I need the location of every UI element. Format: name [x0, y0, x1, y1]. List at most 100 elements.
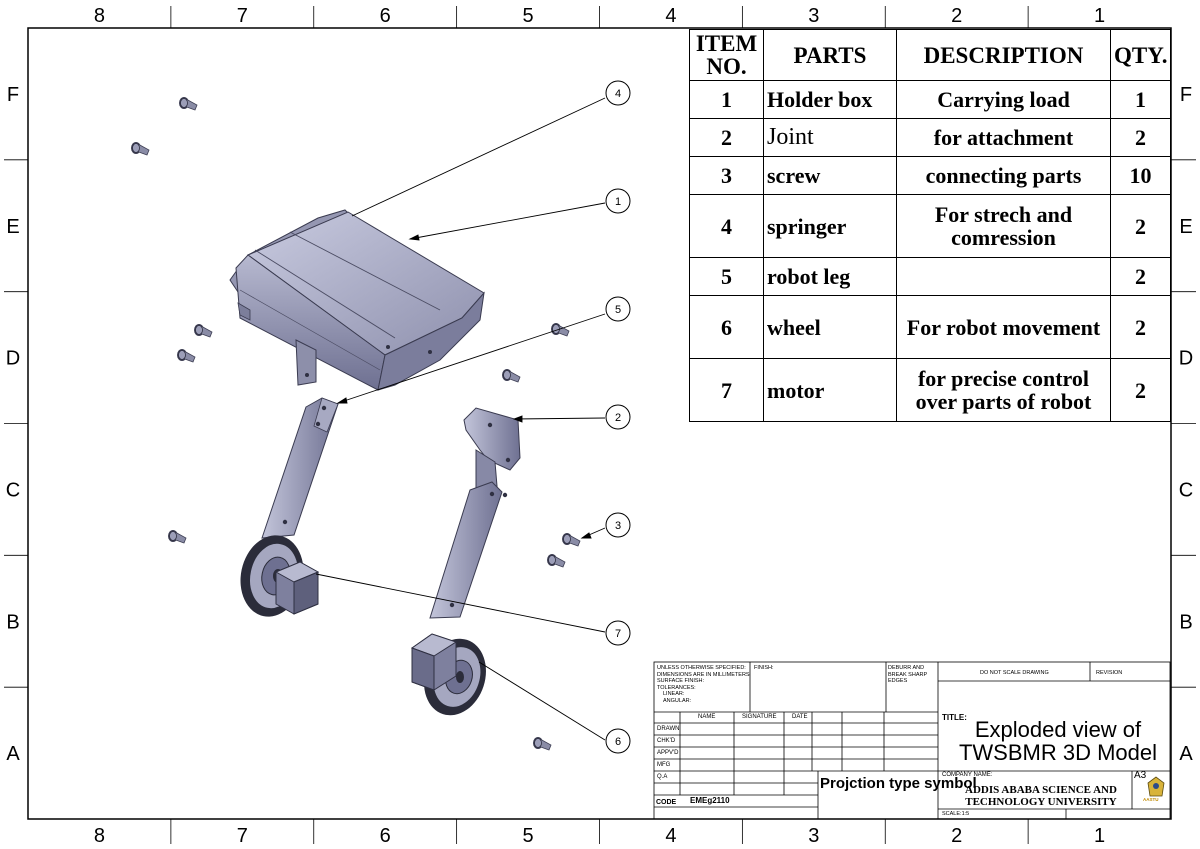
zone-label: 5: [523, 825, 534, 847]
bom-qty: 10: [1110, 156, 1171, 195]
tolerances-label: TOLERANCES:: [657, 684, 696, 691]
company-name: ADDIS ABABA SCIENCE AND TECHNOLOGY UNIVE…: [965, 784, 1117, 808]
zone-label: E: [1179, 216, 1192, 238]
projection-symbol-label: Projction type symbol: [820, 775, 977, 792]
mfg-label: MFG: [657, 762, 671, 768]
sheet-size: A3: [1134, 770, 1147, 781]
zone-label: 8: [94, 5, 105, 27]
balloon-6[interactable]: 6: [605, 728, 631, 754]
leader-lines: [315, 97, 606, 741]
dimensions-note: DIMENSIONS ARE IN MILLIMETERS: [657, 671, 750, 678]
zone-label: A: [6, 743, 20, 765]
bom-part: Holder box: [763, 80, 897, 119]
bom-part: screw: [763, 156, 897, 195]
balloon-2[interactable]: 2: [605, 404, 631, 430]
bom-row: 2 Joint for attachment 2: [689, 118, 1171, 157]
aastu-logo: [1147, 776, 1165, 797]
zone-label: 2: [951, 5, 962, 27]
surface-finish-label: SURFACE FINISH:: [657, 678, 705, 685]
zone-label: 1: [1094, 825, 1105, 847]
svg-text:1: 1: [615, 196, 621, 208]
zone-label: F: [7, 84, 19, 106]
zone-label: E: [6, 216, 19, 238]
bom-qty: 2: [1110, 194, 1171, 258]
zone-label: C: [6, 479, 20, 501]
col-date-header: DATE: [792, 714, 808, 720]
zone-ticks: [4, 6, 1196, 844]
bom-header-item-no: ITEM NO.: [689, 29, 764, 81]
bom-description: for attachment: [896, 118, 1111, 157]
code-label: CODE: [656, 799, 677, 806]
zone-label: B: [1179, 611, 1192, 633]
zone-label: D: [1179, 348, 1193, 370]
svg-text:4: 4: [615, 88, 621, 100]
svg-text:5: 5: [615, 304, 621, 316]
zone-label: 4: [665, 5, 676, 27]
balloon-3[interactable]: 3: [605, 512, 631, 538]
logo-text: AASTU: [1143, 797, 1159, 802]
zone-label: 1: [1094, 5, 1105, 27]
bom-row: 3 screw connecting parts 10: [689, 156, 1171, 195]
bom-header-qty: QTY.: [1110, 29, 1171, 81]
zone-label: 5: [523, 5, 534, 27]
bom-header-parts: PARTS: [763, 29, 897, 81]
balloon-7[interactable]: 7: [605, 620, 631, 646]
bom-item: 3: [689, 156, 764, 195]
bom-item: 6: [689, 295, 764, 359]
bom-row: 1 Holder box Carrying load 1: [689, 80, 1171, 119]
code-value: EMEg2110: [690, 796, 730, 805]
bom-item: 7: [689, 358, 764, 422]
unless-note: UNLESS OTHERWISE SPECIFIED:: [657, 665, 746, 671]
svg-text:3: 3: [615, 520, 621, 532]
checked-label: CHK'D: [657, 738, 676, 744]
angular-label: ANGULAR:: [663, 697, 692, 704]
linear-label: LINEAR:: [663, 691, 685, 698]
bom-item: 4: [689, 194, 764, 258]
motor-right: [410, 633, 458, 691]
bom-item: 5: [689, 257, 764, 296]
finish-label: FINISH:: [754, 665, 774, 671]
bom-description: For robot movement: [896, 295, 1111, 359]
bom-qty: 2: [1110, 295, 1171, 359]
zone-label: 4: [665, 825, 676, 847]
holder-box: [229, 209, 485, 391]
zone-label: 3: [808, 5, 819, 27]
motor-left: [274, 561, 320, 615]
bom-part: springer: [763, 194, 897, 258]
do-not-scale-note: DO NOT SCALE DRAWING: [980, 670, 1049, 676]
svg-text:7: 7: [615, 628, 621, 640]
bom-header-description: DESCRIPTION: [896, 29, 1111, 81]
bom-part: motor: [763, 358, 897, 422]
balloon-4[interactable]: 4: [605, 80, 631, 106]
bom-qty: 1: [1110, 80, 1171, 119]
bom-row: 6 wheel For robot movement 2: [689, 295, 1171, 359]
drawn-label: DRAWN: [657, 726, 680, 732]
svg-text:6: 6: [615, 736, 621, 748]
bom-part: robot leg: [763, 257, 897, 296]
balloon-5[interactable]: 5: [605, 296, 631, 322]
bom-row: 4 springer For strech and comression 2: [689, 194, 1171, 258]
bom-description: connecting parts: [896, 156, 1111, 195]
company-label: COMPANY NAME:: [942, 772, 993, 778]
zone-label: D: [6, 348, 20, 370]
bom-item: 1: [689, 80, 764, 119]
bom-qty: 2: [1110, 118, 1171, 157]
title-block-grid: [653, 661, 1171, 820]
zone-label: 2: [951, 825, 962, 847]
zone-label: 6: [380, 5, 391, 27]
zone-label: 8: [94, 825, 105, 847]
bom-description: Carrying load: [896, 80, 1111, 119]
zone-label: C: [1179, 479, 1193, 501]
zone-label: 3: [808, 825, 819, 847]
bom-item: 2: [689, 118, 764, 157]
drawing-title: Exploded view of TWSBMR 3D Model: [958, 717, 1158, 765]
bill-of-materials: ITEM NO. PARTS DESCRIPTION QTY. 1 Holder…: [689, 29, 1171, 422]
scale-label: SCALE:1:5: [942, 811, 970, 817]
zone-label: 7: [237, 825, 248, 847]
zone-label: F: [1180, 84, 1192, 106]
col-name-header: NAME: [698, 714, 716, 720]
balloon-1[interactable]: 1: [605, 188, 631, 214]
tolerance-note: UNLESS OTHERWISE SPECIFIED: DIMENSIONS A…: [657, 665, 750, 705]
